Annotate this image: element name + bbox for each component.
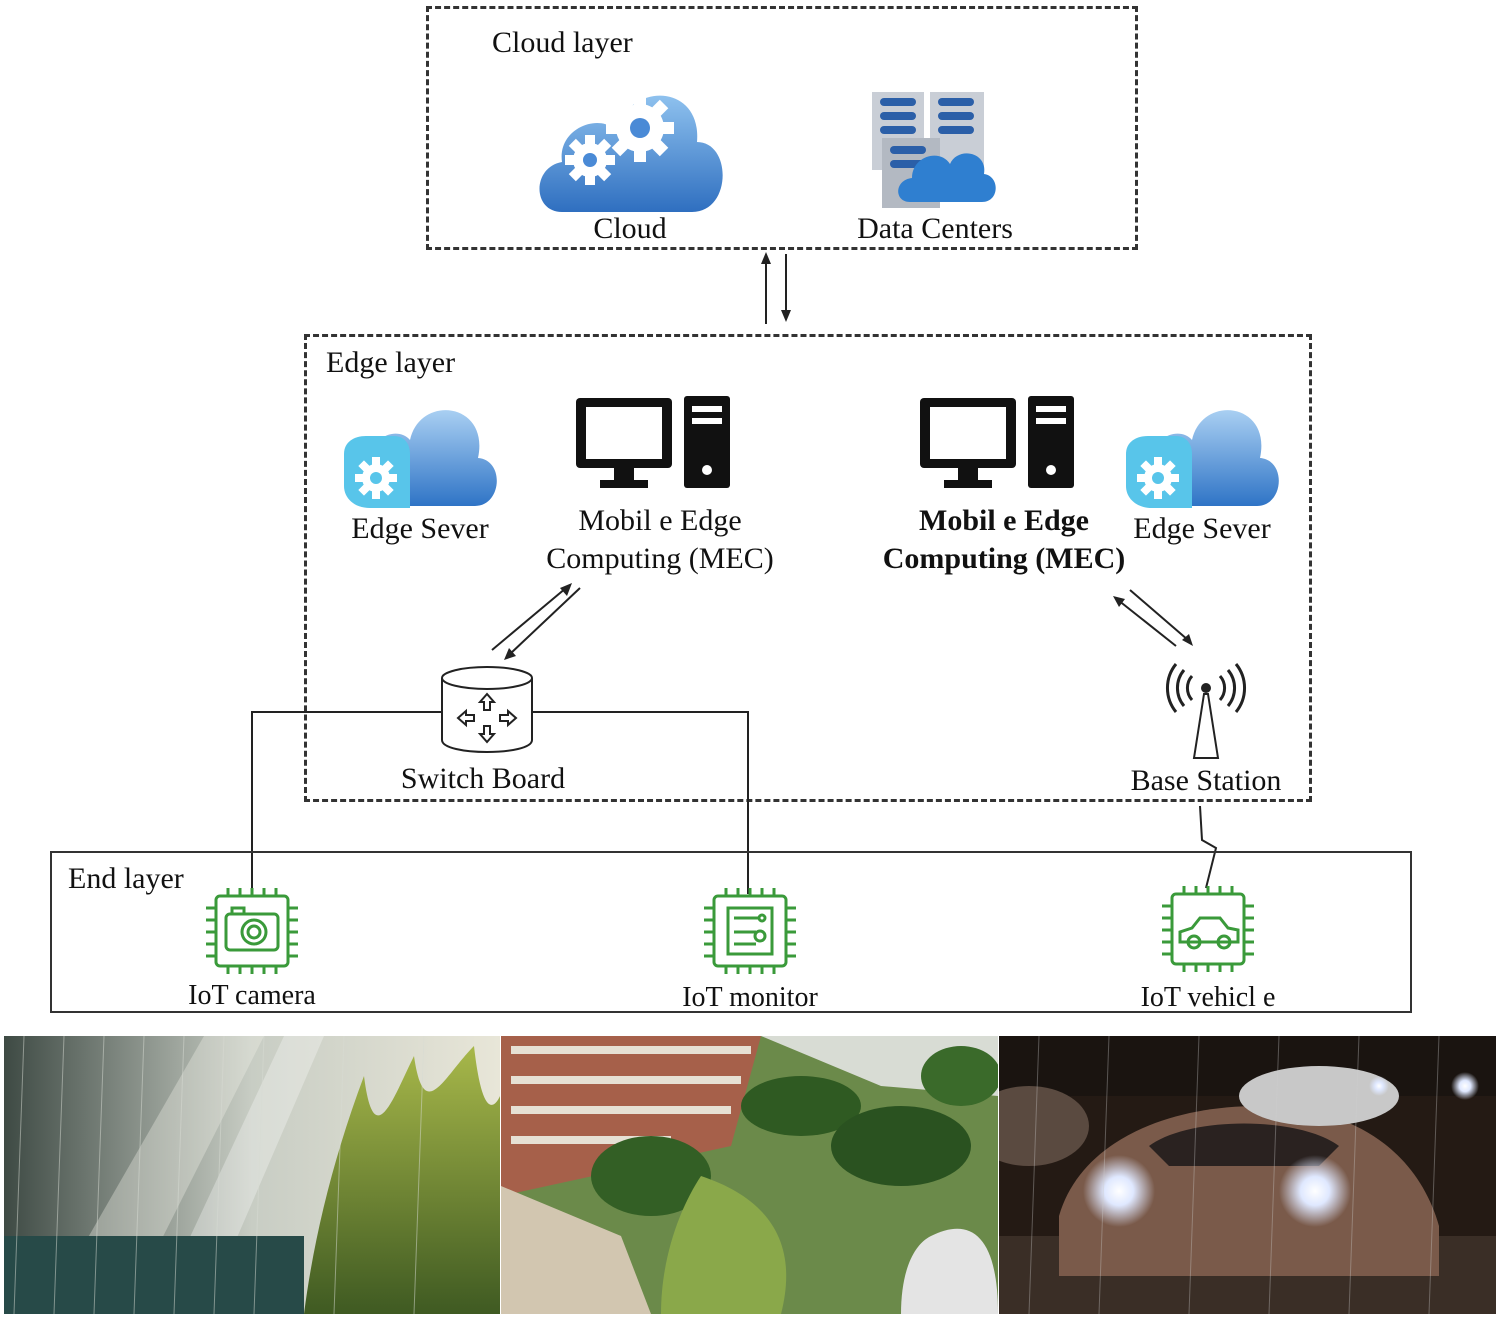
wireless-link-icon bbox=[1199, 805, 1218, 889]
edge-layer-box bbox=[304, 334, 1312, 802]
night-car-photo bbox=[999, 1036, 1496, 1314]
mec-right-label-line2: Computing (MEC) bbox=[882, 542, 1126, 575]
mec-left-label-line2: Computing (MEC) bbox=[546, 542, 774, 575]
data-centers-label: Data Centers bbox=[857, 212, 1013, 245]
base-station-icon bbox=[1166, 663, 1246, 759]
cloud-label: Cloud bbox=[593, 212, 667, 245]
mec-basestation-arrows bbox=[1113, 589, 1193, 647]
iot-monitor-chip-icon bbox=[704, 888, 796, 974]
computer-icon bbox=[576, 396, 730, 488]
iot-vehicle-label: IoT vehicl e bbox=[1140, 982, 1276, 1013]
switch-board-label: Switch Board bbox=[400, 762, 566, 795]
cloud-layer-box bbox=[426, 6, 1138, 250]
iot-camera-chip-icon bbox=[206, 888, 298, 974]
cloud-layer-title: Cloud layer bbox=[492, 26, 633, 59]
iot-vehicle-chip-icon bbox=[1162, 886, 1254, 972]
mec-right-label-line1: Mobil e Edge bbox=[919, 504, 1089, 537]
edge-layer-title: Edge layer bbox=[326, 346, 456, 379]
switch-connection-lines bbox=[251, 711, 749, 894]
computer-icon bbox=[920, 396, 1074, 488]
courtyard-photo bbox=[501, 1036, 998, 1314]
mec-left-label-line1: Mobil e Edge bbox=[578, 504, 742, 537]
cloud-gears-icon bbox=[539, 94, 723, 212]
edge-server-left-label: Edge Sever bbox=[351, 512, 489, 545]
switch-board-icon bbox=[441, 666, 533, 753]
cloud-edge-arrows bbox=[761, 252, 791, 324]
iot-monitor-label: IoT monitor bbox=[682, 982, 818, 1013]
data-center-icon bbox=[872, 92, 996, 208]
end-layer-title: End layer bbox=[68, 862, 184, 895]
base-station-label: Base Station bbox=[1130, 764, 1282, 797]
end-layer-box bbox=[50, 851, 1412, 1013]
iot-camera-label: IoT camera bbox=[188, 980, 316, 1011]
rainy-grass-photo bbox=[4, 1036, 500, 1314]
edge-server-cloud-icon bbox=[344, 410, 497, 508]
edge-server-cloud-icon bbox=[1126, 410, 1279, 508]
mec-switch-arrows bbox=[491, 583, 581, 660]
edge-server-right-label: Edge Sever bbox=[1133, 512, 1271, 545]
